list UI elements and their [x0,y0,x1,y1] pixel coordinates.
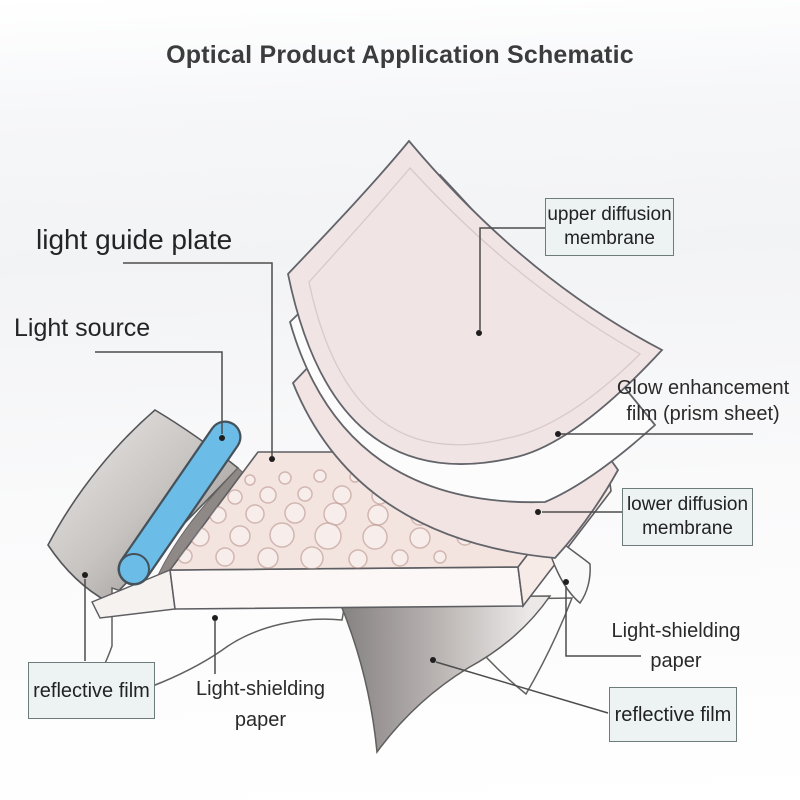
label-box-reflective-film-right: reflective film [609,687,737,742]
label-shielding-right-line1: Light-shielding [611,620,741,642]
slab-front-face [169,566,524,610]
label-shielding-right-line2: paper [650,650,702,672]
light-source-tube [117,420,242,586]
label-light-guide-plate: light guide plate [36,224,233,255]
label-light-source: Light source [14,314,151,342]
label-lower-diffusion-line2: membrane [642,518,733,539]
sheet-inner-margin-line [308,167,642,446]
label-glow-line1: Glow enhancement [616,377,790,399]
label-reflective-right-text: reflective film [614,703,732,726]
leader-reflective-left [82,572,88,661]
label-light-shielding-paper-bottom: Light-shielding paper [163,674,358,736]
leader-light-source [95,351,225,441]
leader-glow-enhancement [555,431,753,437]
label-upper-diffusion-line1: upper diffusion [547,204,672,225]
label-light-shielding-paper-right: Light-shielding paper [592,616,760,676]
label-shielding-bottom-line2: paper [234,709,287,731]
leader-light-shielding-right [563,579,641,657]
label-box-upper-diffusion-membrane: upper diffusion membrane [545,198,674,256]
label-upper-diffusion-line2: membrane [564,228,655,249]
label-lower-diffusion-line1: lower diffusion [626,494,749,515]
label-reflective-left-text: reflective film [33,679,150,702]
label-box-reflective-film-left: reflective film [28,662,155,719]
label-glow-line2: film (prism sheet) [626,403,780,425]
leader-reflective-right [430,657,609,714]
leader-light-guide-plate [123,262,275,462]
leader-light-shielding-bottom [212,615,218,674]
label-glow-enhancement-film: Glow enhancement film (prism sheet) [613,375,793,427]
upper-diffusion-membrane-sheet [287,139,664,465]
label-shielding-bottom-line1: Light-shielding [196,678,325,700]
leader-upper-diffusion [476,227,545,336]
reflective-film-bottom-shape [336,595,552,755]
page-title: Optical Product Application Schematic [166,41,634,69]
leader-lower-diffusion [535,509,622,515]
label-box-lower-diffusion-membrane: lower diffusion membrane [622,488,753,546]
